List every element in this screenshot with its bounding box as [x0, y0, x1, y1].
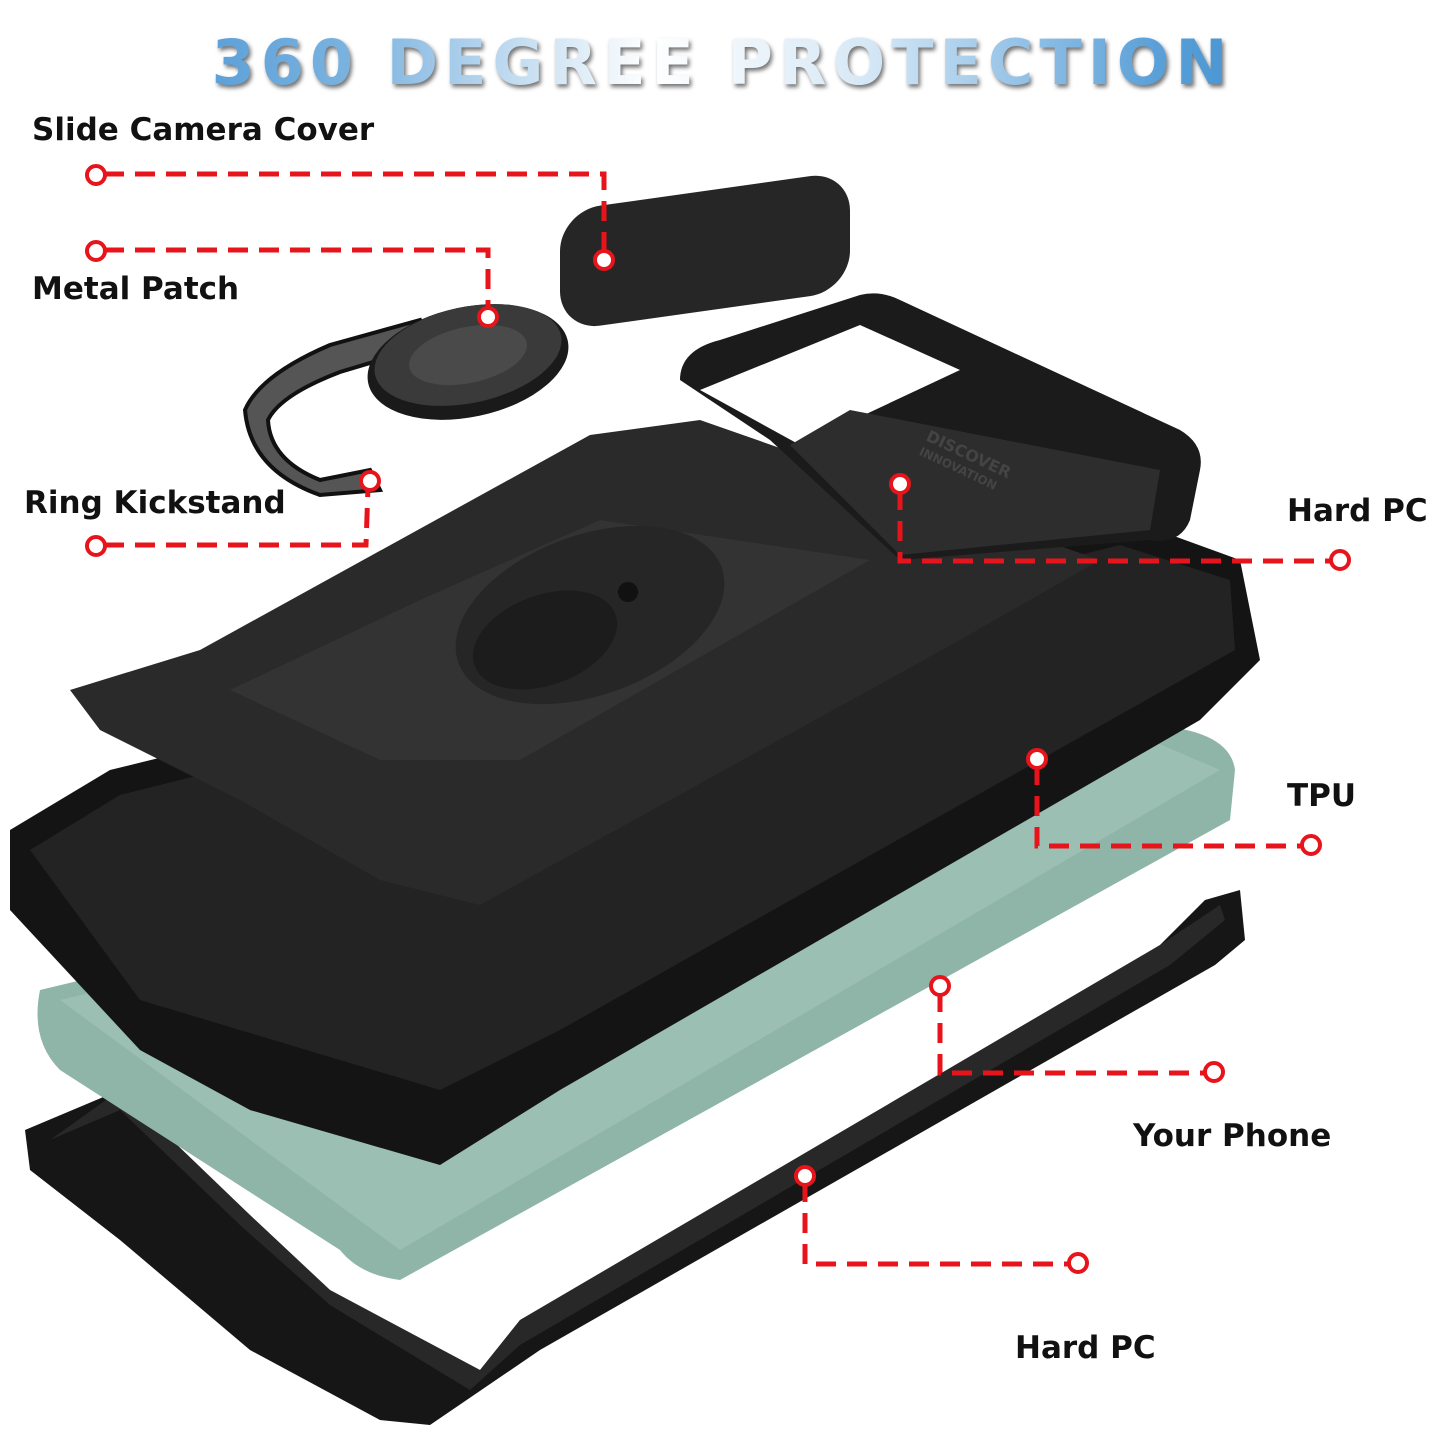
slide-camera-cover — [560, 175, 850, 327]
label-metal-patch: Metal Patch — [32, 271, 240, 307]
label-hard-pc-top: Hard PC — [1287, 493, 1428, 529]
callout-line-metal-patch — [104, 247, 491, 311]
callout-lines — [104, 171, 1331, 1267]
ring-kickstand — [242, 304, 569, 498]
callout-line-hard-pc-top — [897, 490, 1331, 564]
callout-line-tpu — [1034, 765, 1302, 849]
label-tpu: TPU — [1287, 778, 1357, 814]
callout-markers — [85, 164, 1351, 1274]
callout-line-your-phone — [937, 992, 1205, 1076]
diagram-title: 360 DEGREE PROTECTION — [0, 26, 1445, 99]
label-your-phone: Your Phone — [1133, 1118, 1332, 1154]
label-slide-camera-cover: Slide Camera Cover — [32, 112, 375, 148]
label-ring-kickstand: Ring Kickstand — [24, 485, 286, 521]
callout-line-hard-pc-bottom — [802, 1182, 1069, 1267]
label-hard-pc-bottom: Hard PC — [1015, 1330, 1156, 1366]
callout-line-ring-kickstand — [104, 486, 371, 548]
callout-line-slide-camera-cover — [104, 171, 607, 254]
